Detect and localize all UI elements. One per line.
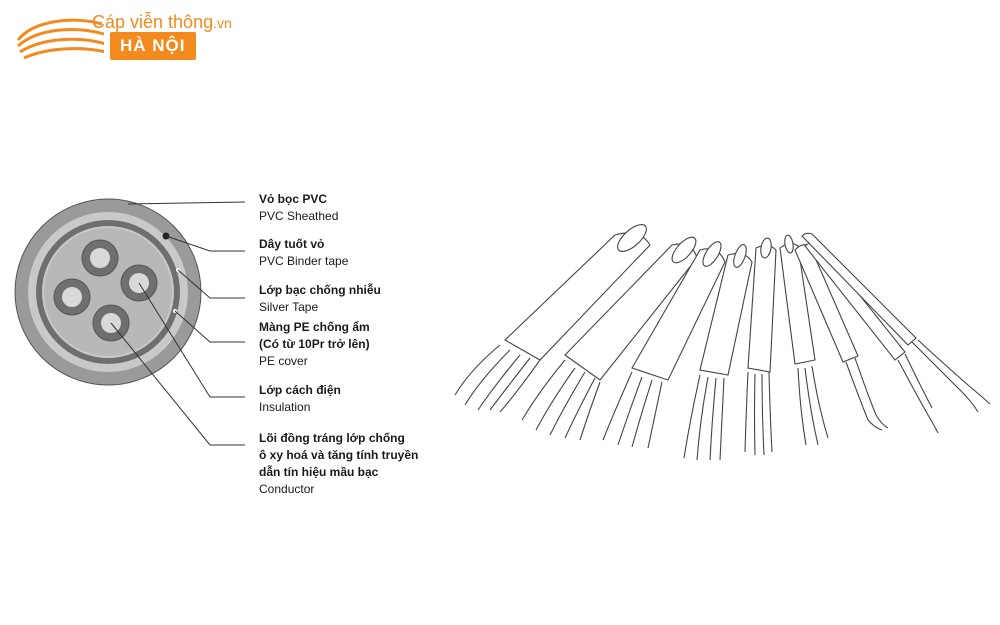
label-pe-cover: Màng PE chống ẩm (Có từ 10Pr trở lên) PE… — [259, 319, 370, 370]
label-en: Insulation — [259, 400, 311, 414]
label-vi: Dây tuốt vỏ — [259, 237, 325, 251]
brand-logo: Cáp viễn thông.vn HÀ NỘI — [14, 6, 232, 66]
label-vi-line3: dẫn tín hiệu mầu bạc — [259, 465, 379, 479]
label-vi: Lõi đồng tráng lớp chống — [259, 431, 405, 445]
label-vi: Màng PE chống ẩm — [259, 320, 370, 334]
label-silver-tape: Lớp bạc chống nhiễu Silver Tape — [259, 282, 381, 316]
label-binder-tape: Dây tuốt vỏ PVC Binder tape — [259, 236, 348, 270]
logo-city-badge: HÀ NỘI — [110, 32, 196, 60]
label-vi-note: (Có từ 10Pr trở lên) — [259, 337, 370, 351]
label-en: PE cover — [259, 354, 308, 368]
label-vi: Lớp cách điện — [259, 383, 341, 397]
label-en: Silver Tape — [259, 300, 319, 314]
label-en: PVC Sheathed — [259, 209, 339, 223]
label-conductor: Lõi đồng tráng lớp chống ô xy hoá và tăn… — [259, 430, 418, 498]
label-en: Conductor — [259, 482, 315, 496]
label-pvc-sheathed: Vỏ bọc PVC PVC Sheathed — [259, 191, 338, 225]
logo-title: Cáp viễn thông.vn — [92, 12, 232, 33]
label-insulation: Lớp cách điện Insulation — [259, 382, 341, 416]
label-vi-line2: ô xy hoá và tăng tính truyền — [259, 448, 419, 462]
label-en: PVC Binder tape — [259, 254, 349, 268]
cable-wires-illustration — [454, 224, 991, 461]
cable-swoosh-icon — [16, 18, 104, 60]
label-vi: Lớp bạc chống nhiễu — [259, 283, 381, 297]
label-vi: Vỏ bọc PVC — [259, 192, 328, 206]
logo-suffix: .vn — [213, 15, 232, 31]
logo-name: Cáp viễn thông — [92, 12, 214, 32]
leader-lines — [110, 201, 246, 446]
cable-cross-section — [14, 198, 202, 386]
